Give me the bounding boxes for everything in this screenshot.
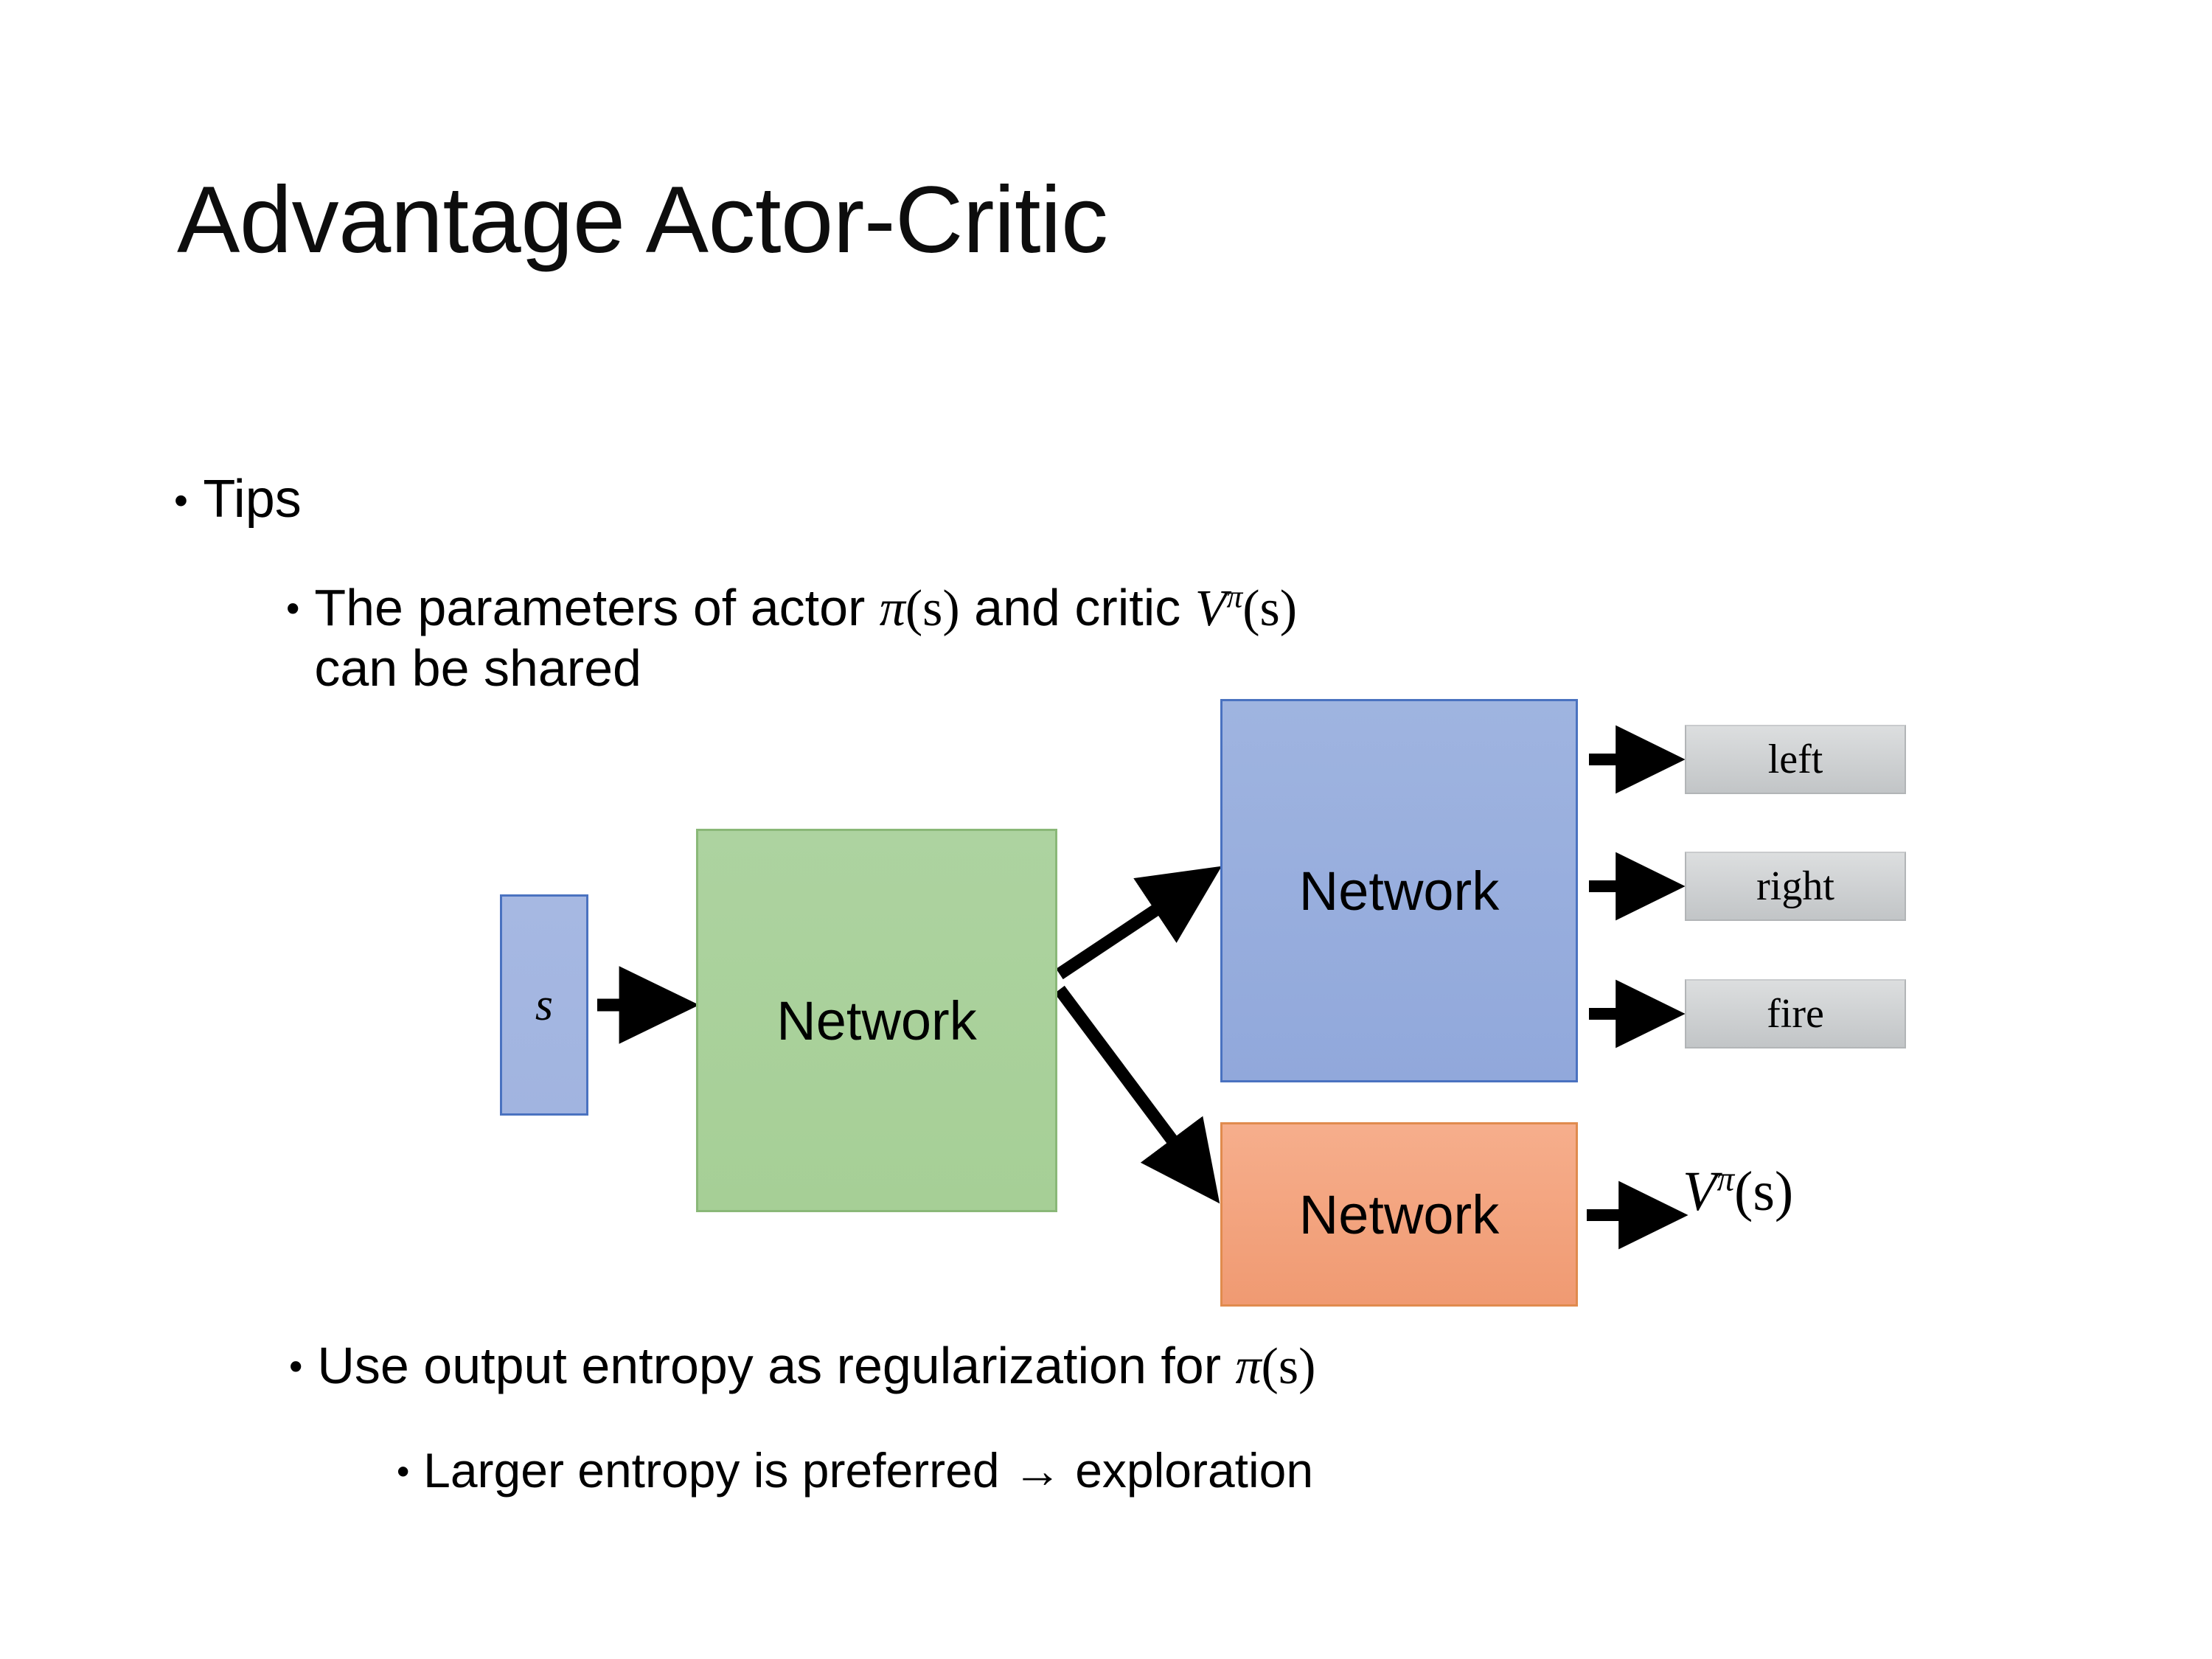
- shared-network-label: Network: [776, 990, 977, 1051]
- bullet-larger-entropy: • Larger entropy is preferred → explorat…: [397, 1442, 1313, 1499]
- params-mid: and critic: [959, 579, 1195, 636]
- value-V-superscript-pi: π: [1717, 1160, 1735, 1199]
- critic-network-box: Network: [1220, 1122, 1578, 1307]
- V-arg: (s): [1242, 580, 1298, 637]
- entropy-prefix: Use output entropy as regularization for: [317, 1337, 1236, 1394]
- bullet-dot-icon: •: [397, 1450, 410, 1492]
- shared-network-box: Network: [696, 829, 1057, 1212]
- value-function-output-label: Vπ(s): [1683, 1159, 1793, 1224]
- pi-arg: (s): [905, 580, 960, 637]
- bullet-parameters-shared: • The parameters of actor π(s) and criti…: [286, 578, 2115, 698]
- bullet-larger-entropy-label: Larger entropy is preferred → exploratio…: [423, 1443, 1314, 1498]
- action-output-left: left: [1685, 725, 1906, 794]
- bullet-entropy-text: Use output entropy as regularization for…: [317, 1336, 1315, 1397]
- critic-network-label: Network: [1298, 1183, 1500, 1245]
- pi-symbol: π: [1235, 1338, 1262, 1395]
- V-symbol: V: [1194, 580, 1227, 637]
- input-state-box: s: [500, 894, 588, 1116]
- bullet-dot-icon: •: [174, 479, 188, 524]
- action-output-right: right: [1685, 852, 1906, 921]
- value-V-arg: (s): [1734, 1161, 1794, 1222]
- value-V-symbol: V: [1683, 1161, 1717, 1222]
- input-state-label: s: [535, 979, 554, 1030]
- bullet-parameters-text: The parameters of actor π(s) and critic …: [314, 578, 2084, 698]
- bullet-dot-icon: •: [289, 1344, 303, 1388]
- arrow-shared-to-critic: [1054, 985, 1220, 1204]
- params-line2: can be shared: [314, 639, 641, 698]
- V-superscript-pi: π: [1226, 579, 1243, 615]
- bullet-tips-label: Tips: [203, 470, 302, 529]
- page-title: Advantage Actor-Critic: [177, 167, 1108, 273]
- arrow-shared-to-actor: [1056, 866, 1222, 980]
- pi-symbol: π: [879, 580, 905, 637]
- pi-arg: (s): [1261, 1338, 1316, 1395]
- actor-network-label: Network: [1298, 860, 1500, 922]
- action-output-right-label: right: [1756, 863, 1834, 909]
- action-output-left-label: left: [1767, 737, 1823, 782]
- action-output-fire: fire: [1685, 979, 1906, 1048]
- bullet-entropy-regularization: • Use output entropy as regularization f…: [289, 1336, 1315, 1397]
- actor-network-box: Network: [1220, 699, 1578, 1082]
- bullet-tips: • Tips: [174, 469, 302, 531]
- params-prefix: The parameters of actor: [314, 579, 880, 636]
- bullet-dot-icon: •: [286, 586, 300, 630]
- action-output-fire-label: fire: [1767, 991, 1824, 1037]
